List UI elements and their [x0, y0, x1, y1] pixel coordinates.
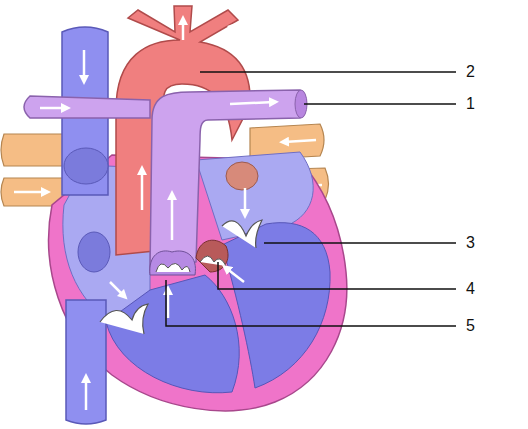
callout-number: 5 — [466, 318, 475, 334]
callout-number: 4 — [466, 281, 475, 297]
callout-number: 2 — [466, 64, 475, 80]
callout-number: 3 — [466, 235, 475, 251]
callout-number: 1 — [466, 96, 475, 112]
